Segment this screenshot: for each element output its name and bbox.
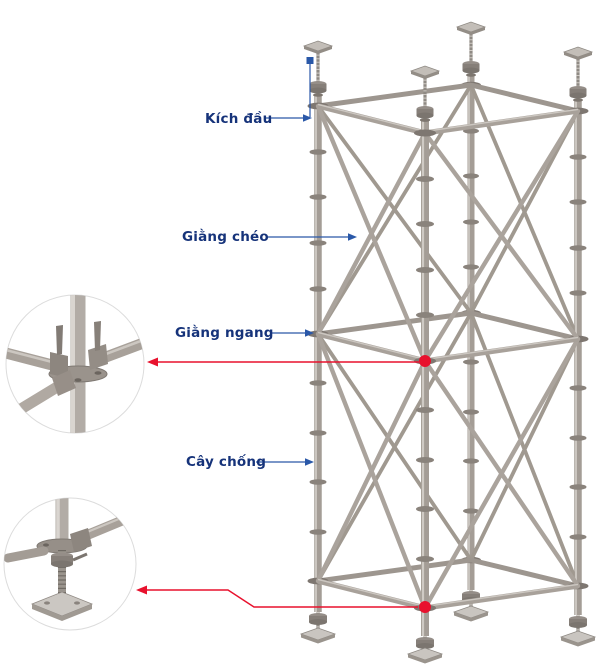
leader-giang-cheo [266,233,357,241]
red-marker-dot [419,355,431,367]
base-jack-nut [569,616,587,628]
leader-cay-chong [256,458,314,466]
leader-detail-base [136,585,431,613]
base-jack-nut [309,613,327,625]
rosettes [309,149,327,535]
post-front [406,65,444,664]
base-jack-nut [416,637,434,649]
leader-detail-node [147,355,431,367]
detail-inset-node-connection [5,294,145,434]
ledger-highlights [317,103,579,608]
arrowhead-icon [305,329,314,337]
post-back [452,21,490,622]
leader-kich-dau [266,57,314,122]
rosettes [463,128,479,514]
jack-nut [569,86,587,99]
arrowhead-icon [136,585,147,595]
label-kich-dau: Kích đầu [205,111,273,127]
jack-nut [309,81,327,94]
diagonal-braces-back [316,83,580,588]
rosettes [569,154,587,540]
label-cay-chong: Cây chống [186,454,267,470]
arrowhead-icon [147,357,158,367]
jack-nut [416,106,434,119]
wedge-head [88,344,108,370]
red-marker-dot [419,601,431,613]
wedge-pin [56,325,63,355]
wing-nut [51,552,88,568]
wedge-head [52,370,76,396]
ledgers-front [317,103,579,611]
label-giang-cheo: Giằng chéo [182,229,269,245]
leader-giang-ngang [270,329,314,337]
jack-nut [462,61,480,74]
wedge-head [70,528,92,552]
arrowhead-icon [348,233,357,241]
rosettes [416,176,434,562]
detail-inset-base-jack [3,497,137,631]
ledger-end-left [4,546,49,563]
ledger-end-front [10,378,68,418]
ledgers-back [317,82,579,589]
wedge-head [50,352,68,378]
label-giang-ngang: Giằng ngang [175,325,274,341]
diagonal-braces-front [315,103,581,611]
wedge-pin [94,321,101,351]
ledger-end-left [6,346,62,372]
arrowhead-icon [305,458,314,466]
leader-end-square [306,57,314,64]
arrowhead-icon [303,114,312,122]
